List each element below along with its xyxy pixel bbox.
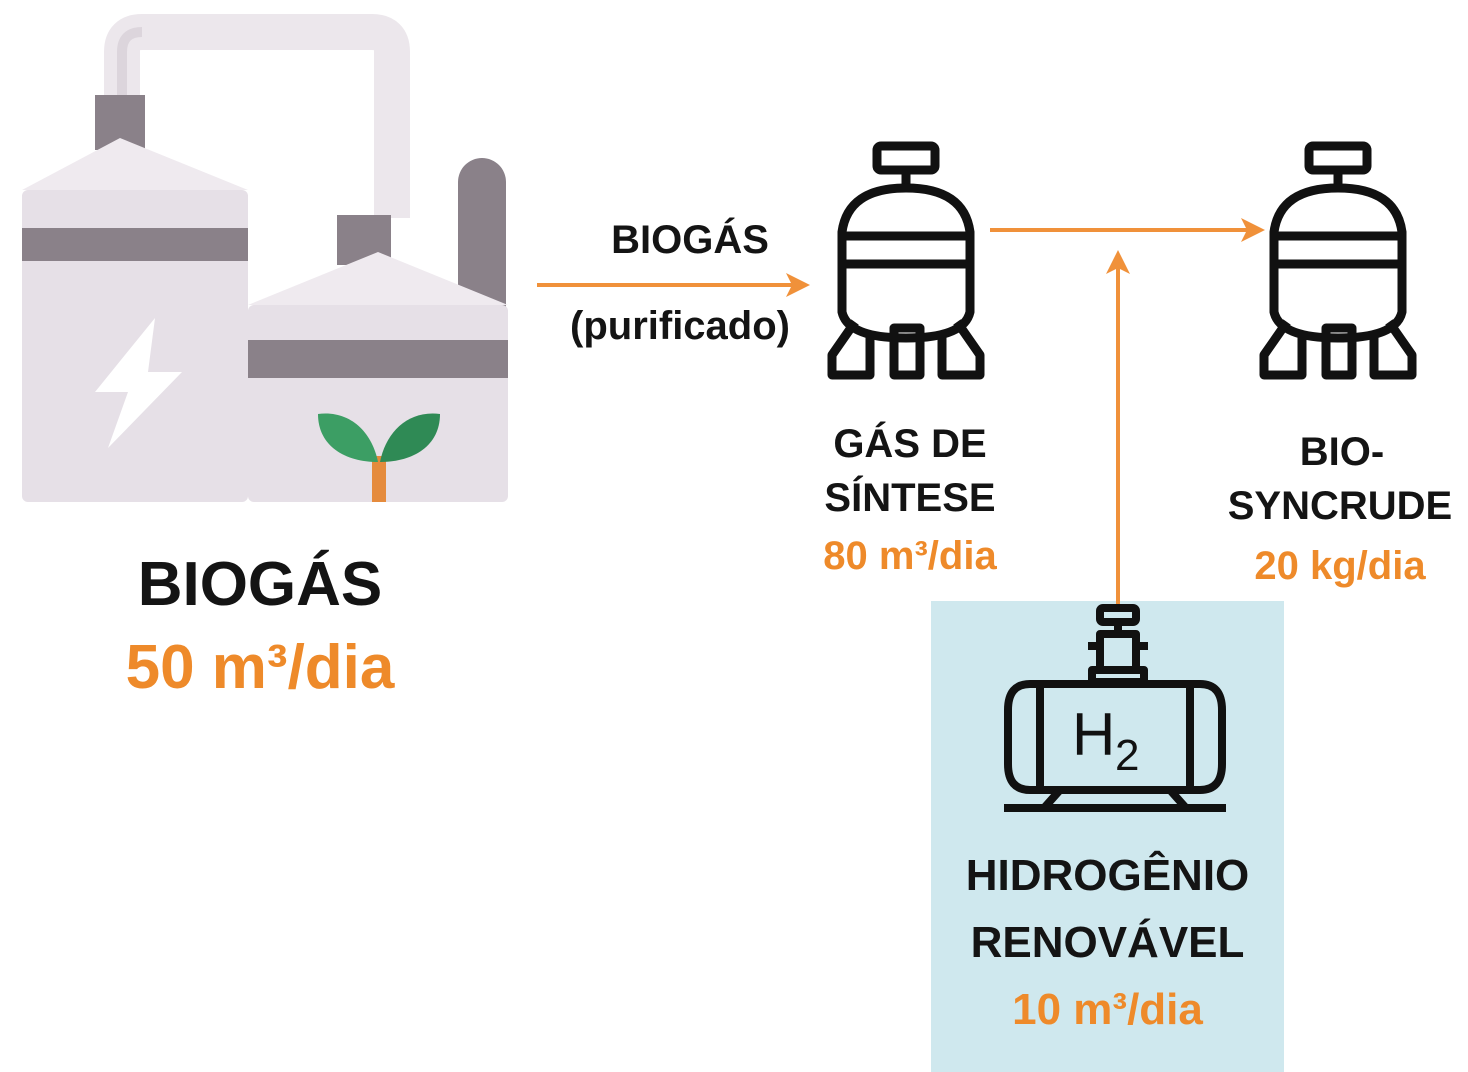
syngas-tank-icon: [827, 141, 985, 380]
syngas-title-line2: SÍNTESE: [824, 476, 996, 520]
flow-label-purified: (purificado): [570, 304, 790, 348]
hydrogen-quantity: 10 m³/dia: [1012, 985, 1203, 1034]
hydrogen-title-line2: RENOVÁVEL: [970, 918, 1245, 967]
flow-label-biogas: BIOGÁS: [611, 218, 769, 262]
biogas-title: BIOGÁS: [137, 550, 383, 619]
biosyncrude-title-line2: SYNCRUDE: [1227, 484, 1453, 528]
biosyncrude-quantity: 20 kg/dia: [1254, 544, 1426, 588]
biosyncrude-tank-icon: [1259, 141, 1417, 380]
syngas-quantity: 80 m³/dia: [823, 534, 997, 578]
syngas-title-line1: GÁS DE: [833, 422, 987, 466]
hydrogen-title-line1: HIDROGÊNIO: [965, 851, 1250, 900]
biosyncrude-title-line1: BIO-: [1299, 430, 1385, 474]
hydrogen-tank-icon: H 2: [1004, 604, 1226, 812]
hydrogen-subscript: 2: [1115, 731, 1139, 780]
biogas-plant-icon: [22, 14, 508, 502]
hydrogen-symbol: H: [1072, 701, 1115, 768]
biogas-quantity: 50 m³/dia: [125, 633, 395, 702]
